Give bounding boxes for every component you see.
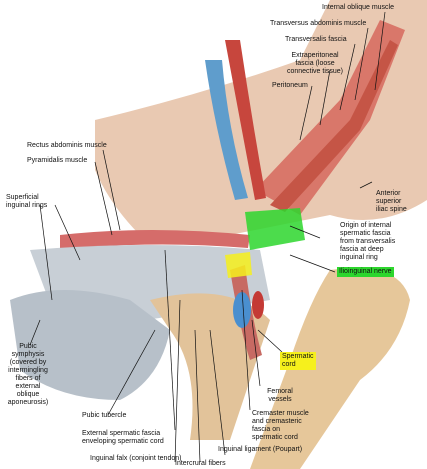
rectus-abdominis [60, 230, 250, 250]
label-internal-oblique: Internal oblique muscle [322, 4, 394, 11]
muscle-layers [255, 20, 405, 215]
abdominal-wall [95, 0, 427, 235]
label-peritoneum: Peritoneum [272, 82, 308, 89]
label-superficial-inguinal-rings: Superficial inguinal rings [6, 194, 48, 209]
label-pubic-tubercle: Pubic tubercle [82, 412, 127, 419]
yellow-region [225, 252, 252, 278]
label-anterior-superior-iliac-spine: Anterior superior iliac spine [376, 190, 407, 213]
label-pubic-symphysis: Pubic symphysis (covered by interminglin… [7, 343, 49, 406]
label-origin-internal-spermatic-fascia: Origin of internal spermatic fascia from… [340, 222, 396, 261]
label-inguinal-falx: Inguinal falx (conjoint tendon) [90, 455, 182, 462]
artery-illustration [225, 40, 266, 200]
pubic-region [10, 290, 170, 400]
femoral-vein-illustration [233, 292, 251, 328]
label-spermatic-cord: Spermatic cord [280, 352, 316, 370]
leader-lines [29, 11, 386, 463]
label-cremaster-muscle: Cremaster muscle and cremasteric fascia … [252, 410, 309, 441]
deep-ring-highlight [245, 208, 305, 250]
label-pyramidalis: Pyramidalis muscle [27, 157, 88, 164]
label-external-spermatic-fascia: External spermatic fascia enveloping spe… [82, 430, 164, 445]
label-inguinal-ligament: Inguinal ligament (Poupart) [218, 446, 303, 453]
label-intercrural-fibers: Intercrural fibers [175, 460, 226, 467]
label-transversus: Transversus abdominis muscle [270, 20, 367, 27]
muscle-layers-inner [270, 40, 398, 212]
femur-bone [250, 268, 410, 469]
label-ilioinguinal-nerve: Ilioinguinal nerve [337, 267, 394, 277]
label-transversalis-fascia: Transversalis fascia [285, 36, 347, 43]
vein-illustration [205, 60, 248, 200]
pubic-bone [150, 293, 270, 440]
label-extraperitoneal-fascia: Extraperitoneal fascia (loose connective… [286, 52, 344, 75]
label-rectus-abdominis: Rectus abdominis muscle [27, 142, 107, 149]
femoral-artery-illustration [252, 291, 264, 319]
label-femoral-vessels: Femoral vessels [267, 388, 293, 403]
